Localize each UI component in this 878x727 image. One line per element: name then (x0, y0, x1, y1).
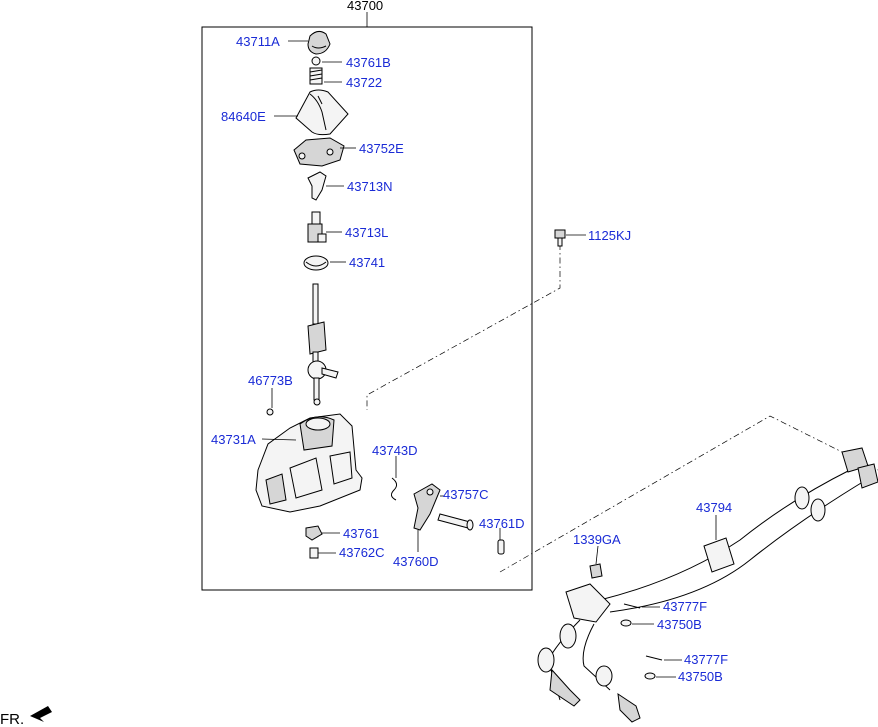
cable-connection-line (499, 415, 878, 573)
part-label-43761B[interactable]: 43761B (346, 55, 391, 70)
leader-43731A (261, 438, 297, 441)
bushing-bottom-part[interactable] (305, 525, 323, 541)
part-label-43777F-2[interactable]: 43777F (684, 652, 728, 667)
fr-label: FR. (0, 711, 24, 727)
part-label-43750B-1[interactable]: 43750B (657, 617, 702, 632)
washer-2-part[interactable] (644, 672, 656, 680)
part-label-43794[interactable]: 43794 (696, 500, 732, 515)
bushing-upper-part[interactable] (307, 171, 327, 201)
part-label-43757C[interactable]: 43757C (443, 487, 489, 502)
part-label-43713L[interactable]: 43713L (345, 225, 388, 240)
part-label-43731A[interactable]: 43731A (211, 432, 256, 447)
housing-cover-part[interactable] (293, 137, 345, 167)
shift-knob-part[interactable] (307, 30, 331, 55)
ball-part[interactable] (311, 56, 321, 66)
part-label-43762C[interactable]: 43762C (339, 545, 385, 560)
part-label-43761[interactable]: 43761 (343, 526, 379, 541)
part-label-1339GA[interactable]: 1339GA (573, 532, 621, 547)
ring-part[interactable] (303, 255, 329, 271)
pin-part[interactable] (437, 513, 474, 531)
clip-part[interactable] (266, 408, 274, 416)
fr-direction-marker: FR. (0, 706, 52, 727)
bushing-lower-part[interactable] (307, 211, 327, 243)
part-label-43761D[interactable]: 43761D (479, 516, 525, 531)
part-label-43713N[interactable]: 43713N (347, 179, 393, 194)
spring-pin-2-part[interactable] (645, 655, 663, 661)
cable-clip-part[interactable] (589, 563, 603, 579)
base-housing-part[interactable] (255, 413, 363, 513)
bolt-part[interactable] (554, 229, 566, 247)
part-label-43722[interactable]: 43722 (346, 75, 382, 90)
bolt-connection-line (366, 244, 561, 410)
spring-pin-1-part[interactable] (623, 603, 641, 609)
part-label-43741[interactable]: 43741 (349, 255, 385, 270)
detent-spring-part[interactable] (390, 477, 398, 501)
part-label-43750B-2[interactable]: 43750B (678, 669, 723, 684)
washer-1-part[interactable] (620, 619, 632, 627)
part-label-1125KJ[interactable]: 1125KJ (588, 228, 631, 243)
part-label-43711A[interactable]: 43711A (236, 34, 280, 49)
spring-part[interactable] (309, 67, 323, 85)
select-lever-part[interactable] (413, 483, 441, 531)
part-label-43777F-1[interactable]: 43777F (663, 599, 707, 614)
part-label-84640E[interactable]: 84640E (221, 109, 266, 124)
collar-part[interactable] (309, 547, 319, 559)
part-label-46773B[interactable]: 46773B (248, 373, 293, 388)
part-label-43743D[interactable]: 43743D (372, 443, 418, 458)
assembly-number: 43700 (347, 0, 383, 13)
cable-assembly-part[interactable] (537, 447, 878, 723)
leader-1339GA (595, 545, 599, 565)
part-label-43760D[interactable]: 43760D (393, 554, 439, 569)
part-label-43752E[interactable]: 43752E (359, 141, 404, 156)
boot-part[interactable] (295, 89, 349, 136)
shift-lever-part[interactable] (307, 283, 339, 406)
small-pin-part[interactable] (497, 539, 505, 555)
